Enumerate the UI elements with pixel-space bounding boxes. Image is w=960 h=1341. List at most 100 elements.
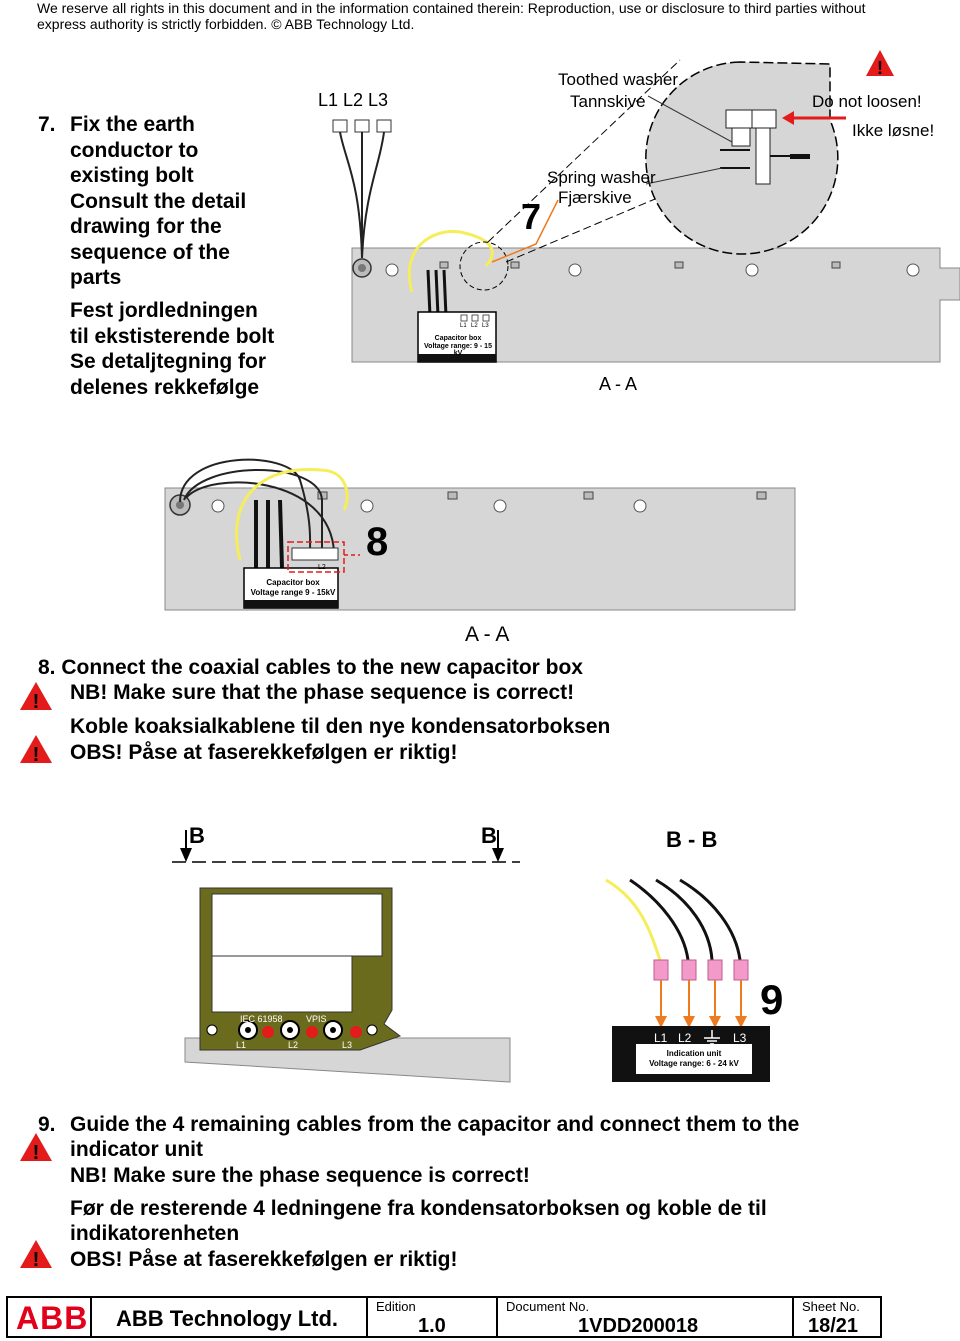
section-label-b-left: B xyxy=(189,823,205,848)
warning-icon: ! xyxy=(20,735,52,766)
indicator-panel xyxy=(199,887,402,1051)
step7-bolt-detail xyxy=(720,109,810,185)
step7-diagram: ! xyxy=(332,50,960,363)
ikke-losne-label: Ikke løsne! xyxy=(852,121,935,140)
step7-detail-circle xyxy=(459,241,509,291)
step7-cable-l1 xyxy=(339,131,363,259)
step7-instructions-en: Fix the earth conductor to existing bolt… xyxy=(70,112,310,291)
footer-docno-value: 1VDD200018 xyxy=(578,1315,699,1337)
svg-text:!: ! xyxy=(877,58,883,78)
step8-section-label: A - A xyxy=(465,623,510,646)
unit-title: Indication unit xyxy=(666,1049,722,1058)
step7-section-label: A - A xyxy=(599,374,638,394)
step8-warning-no: OBS! Påse at faserekkefølgen er riktig! xyxy=(70,741,458,764)
step7-en-line: Fix the earth xyxy=(70,113,195,136)
footer-sheet-label: Sheet No. xyxy=(802,1299,860,1314)
step8-warning-en: NB! Make sure that the phase sequence is… xyxy=(70,681,575,704)
step9-pink-connectors xyxy=(653,959,749,981)
step7-bolt-hole xyxy=(568,263,582,277)
spring-washer-label: Spring washer xyxy=(547,168,656,187)
step8-diagram xyxy=(164,458,796,611)
unit-l2-label: L2 xyxy=(678,1031,692,1045)
step7-bolt-heads xyxy=(439,261,841,269)
step7-box-l3: L3 xyxy=(482,323,489,329)
step9-callout-number: 9 xyxy=(760,976,784,1023)
panel-l1-label: L1 xyxy=(236,1040,247,1050)
toothed-washer-label-no: Tannskive xyxy=(570,92,646,111)
footer-edition-label: Edition xyxy=(376,1299,416,1314)
step7-cable-l3 xyxy=(361,131,385,259)
step8-bolt-hole xyxy=(360,499,374,513)
step7-en-line: Consult the detail xyxy=(70,189,247,213)
unit-voltage: Voltage range: 6 - 24 kV xyxy=(649,1059,739,1068)
step7-en-line: conductor to xyxy=(70,138,199,162)
step8-callout-number: 8 xyxy=(366,520,389,564)
step7-earth-wire xyxy=(407,230,494,293)
step7-box-cables xyxy=(426,269,448,317)
unit-l1-label: L1 xyxy=(654,1031,668,1045)
step9-orange-arrows xyxy=(660,980,742,1020)
step8-earth-wire xyxy=(235,468,349,561)
warning-icon: ! xyxy=(20,682,52,713)
step7-plug-connectors xyxy=(332,119,392,133)
step8-bolt-hole xyxy=(211,499,225,513)
step9-en-line3: NB! Make sure the phase sequence is corr… xyxy=(70,1164,530,1187)
step7-number: 7. xyxy=(38,113,56,136)
step7-en-line: sequence of the xyxy=(70,240,230,264)
copyright-line-2: express authority is strictly forbidden.… xyxy=(37,16,415,32)
footer-logo-cell: ABB xyxy=(6,1296,92,1338)
step7-bolt-hole xyxy=(906,263,920,277)
step7-detail-view xyxy=(645,61,839,255)
step9-en-line2: indicator unit xyxy=(70,1138,203,1161)
step7-callout-number: 7 xyxy=(521,196,542,237)
step7-panel xyxy=(351,247,960,363)
step7-no-line: Fest jordledningen xyxy=(70,299,258,322)
footer-edition-cell: Edition 1.0 xyxy=(366,1296,498,1338)
step9-diagram xyxy=(172,830,770,1083)
panel-iec-label: IEC 61958 xyxy=(240,1014,283,1024)
step7-phase-labels: L1 L2 L3 xyxy=(318,90,389,110)
footer-sheet-cell: Sheet No. 18/21 xyxy=(792,1296,882,1338)
step7-en-line: parts xyxy=(70,266,122,289)
step7-en-line: drawing for the xyxy=(70,215,222,238)
section-label-b-right: B xyxy=(481,823,497,848)
step7-bolt-hole xyxy=(745,263,759,277)
footer-company: ABB Technology Ltd. xyxy=(116,1306,339,1331)
step7-no-line: til ekstisterende bolt xyxy=(70,324,275,348)
warning-icon xyxy=(866,50,894,76)
step8-box-cables xyxy=(254,499,284,569)
footer-edition-value: 1.0 xyxy=(418,1315,446,1337)
earth-symbol xyxy=(704,1030,720,1045)
svg-text:!: ! xyxy=(33,691,40,713)
toothed-washer-label: Toothed washer xyxy=(558,70,679,89)
step7-box-l1: L1 xyxy=(460,323,467,329)
step9-no-line2: indikatorenheten xyxy=(70,1222,240,1245)
copyright-line-1: We reserve all rights in this document a… xyxy=(37,0,866,16)
step8-bolt-hole xyxy=(633,499,647,513)
footer-sheet-value: 18/21 xyxy=(808,1315,859,1337)
step7-box-l2: L2 xyxy=(471,323,478,329)
warning-icon: ! xyxy=(20,1240,52,1271)
panel-vpis-label: VPIS xyxy=(306,1014,327,1024)
footer-docno-label: Document No. xyxy=(506,1299,590,1314)
step8-instruction-no: Koble koaksialkablene til den nye konden… xyxy=(70,715,611,738)
step7-callout-line xyxy=(491,199,559,263)
step7-no-line: delenes rekkefølge xyxy=(70,375,260,399)
step7-box-voltage: Voltage range: 9 - 15 kV xyxy=(424,343,492,357)
svg-text:!: ! xyxy=(33,1249,40,1271)
step8-box-l2: L2 xyxy=(318,564,326,571)
panel-l3-label: L3 xyxy=(342,1040,353,1050)
abb-logo: ABB xyxy=(16,1300,89,1336)
warning-icon: ! xyxy=(20,1133,52,1164)
footer-docno-cell: Document No. 1VDD200018 xyxy=(496,1296,794,1338)
step9-number: 9. xyxy=(38,1113,56,1136)
step7-bolt-hole xyxy=(385,263,399,277)
step7-en-line: existing bolt xyxy=(70,164,194,187)
do-not-loosen-label: Do not loosen! xyxy=(812,92,922,111)
step9-no-line1: Før de resterende 4 ledningene fra konde… xyxy=(70,1197,767,1220)
step9-section-label: B - B xyxy=(666,827,718,852)
step7-box-title: Capacitor box xyxy=(434,335,482,342)
footer-company-cell: ABB Technology Ltd. xyxy=(90,1296,368,1338)
step8-box-voltage: Voltage range 9 - 15kV xyxy=(250,588,336,597)
step8-bolt-hole xyxy=(493,499,507,513)
